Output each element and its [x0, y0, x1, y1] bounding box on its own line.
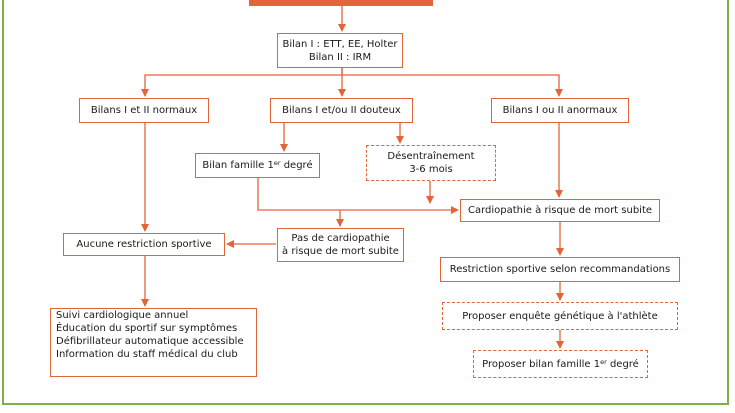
pas-cardio-node: Pas de cardiopathie à risque de mort sub…: [277, 228, 404, 262]
famille-text: Bilan famille 1: [202, 160, 274, 171]
famille-node: Bilan famille 1er degré: [195, 153, 320, 178]
aucune-label: Aucune restriction sportive: [76, 239, 212, 250]
normaux-node: Bilans I et II normaux: [79, 98, 209, 123]
suivi-line-3: Défibrillateur automatique accessible: [56, 336, 244, 347]
restriction-node: Restriction sportive selon recommandatio…: [440, 257, 680, 282]
restriction-label: Restriction sportive selon recommandatio…: [449, 264, 671, 275]
douteux-label: Bilans I et/ou II douteux: [282, 105, 401, 116]
top-banner: [249, 0, 433, 6]
proposer-famille-text: Proposer bilan famille 1: [482, 358, 601, 370]
famille-rest: degré: [280, 160, 313, 171]
arrow-famille-to-cardiopathie: [257, 178, 459, 214]
enquete-node: Proposer enquête génétique à l'athlète: [442, 302, 678, 330]
cardiopathie-node: Cardiopathie à risque de mort subite: [460, 199, 660, 222]
proposer-famille-label: Proposer bilan famille 1er degré: [482, 358, 639, 371]
suivi-line-1: Suivi cardiologique annuel: [56, 310, 189, 321]
desentrainement-line-2: 3-6 mois: [409, 164, 453, 175]
anormaux-label: Bilans I ou II anormaux: [502, 105, 618, 116]
cardiopathie-label: Cardiopathie à risque de mort subite: [467, 205, 653, 216]
arrow-bilan-to-normaux: [141, 68, 343, 97]
anormaux-node: Bilans I ou II anormaux: [491, 98, 629, 123]
proposer-famille-sup: er: [600, 357, 607, 366]
bilan-node: Bilan I : ETT, EE, Holter Bilan II : IRM: [277, 33, 403, 68]
aucune-node: Aucune restriction sportive: [63, 233, 225, 256]
figure-frame: [2, 0, 729, 405]
enquete-label: Proposer enquête génétique à l'athlète: [462, 310, 658, 322]
famille-sup: er: [273, 159, 281, 167]
suivi-line-4: Information du staff médical du club: [56, 349, 238, 360]
pas-cardio-line-2: à risque de mort subite: [282, 246, 399, 257]
suivi-node: Suivi cardiologique annuel Éducation du …: [50, 308, 257, 377]
bilan-line-1: Bilan I : ETT, EE, Holter: [282, 38, 398, 50]
suivi-line-2: Éducation du sportif sur symptômes: [56, 323, 238, 334]
famille-label: Bilan famille 1er degré: [202, 159, 312, 172]
normaux-label: Bilans I et II normaux: [90, 105, 198, 116]
desentrainement-line-1: Désentraînement: [387, 151, 475, 162]
douteux-node: Bilans I et/ou II douteux: [270, 98, 413, 123]
arrow-bilan-to-anormaux: [342, 74, 563, 97]
proposer-famille-rest: degré: [606, 358, 639, 370]
pas-cardio-line-1: Pas de cardiopathie: [291, 233, 390, 244]
desentrainement-node: Désentraînement 3-6 mois: [366, 145, 496, 181]
proposer-famille-node: Proposer bilan famille 1er degré: [473, 350, 648, 378]
bilan-line-2: Bilan II : IRM: [308, 51, 372, 63]
